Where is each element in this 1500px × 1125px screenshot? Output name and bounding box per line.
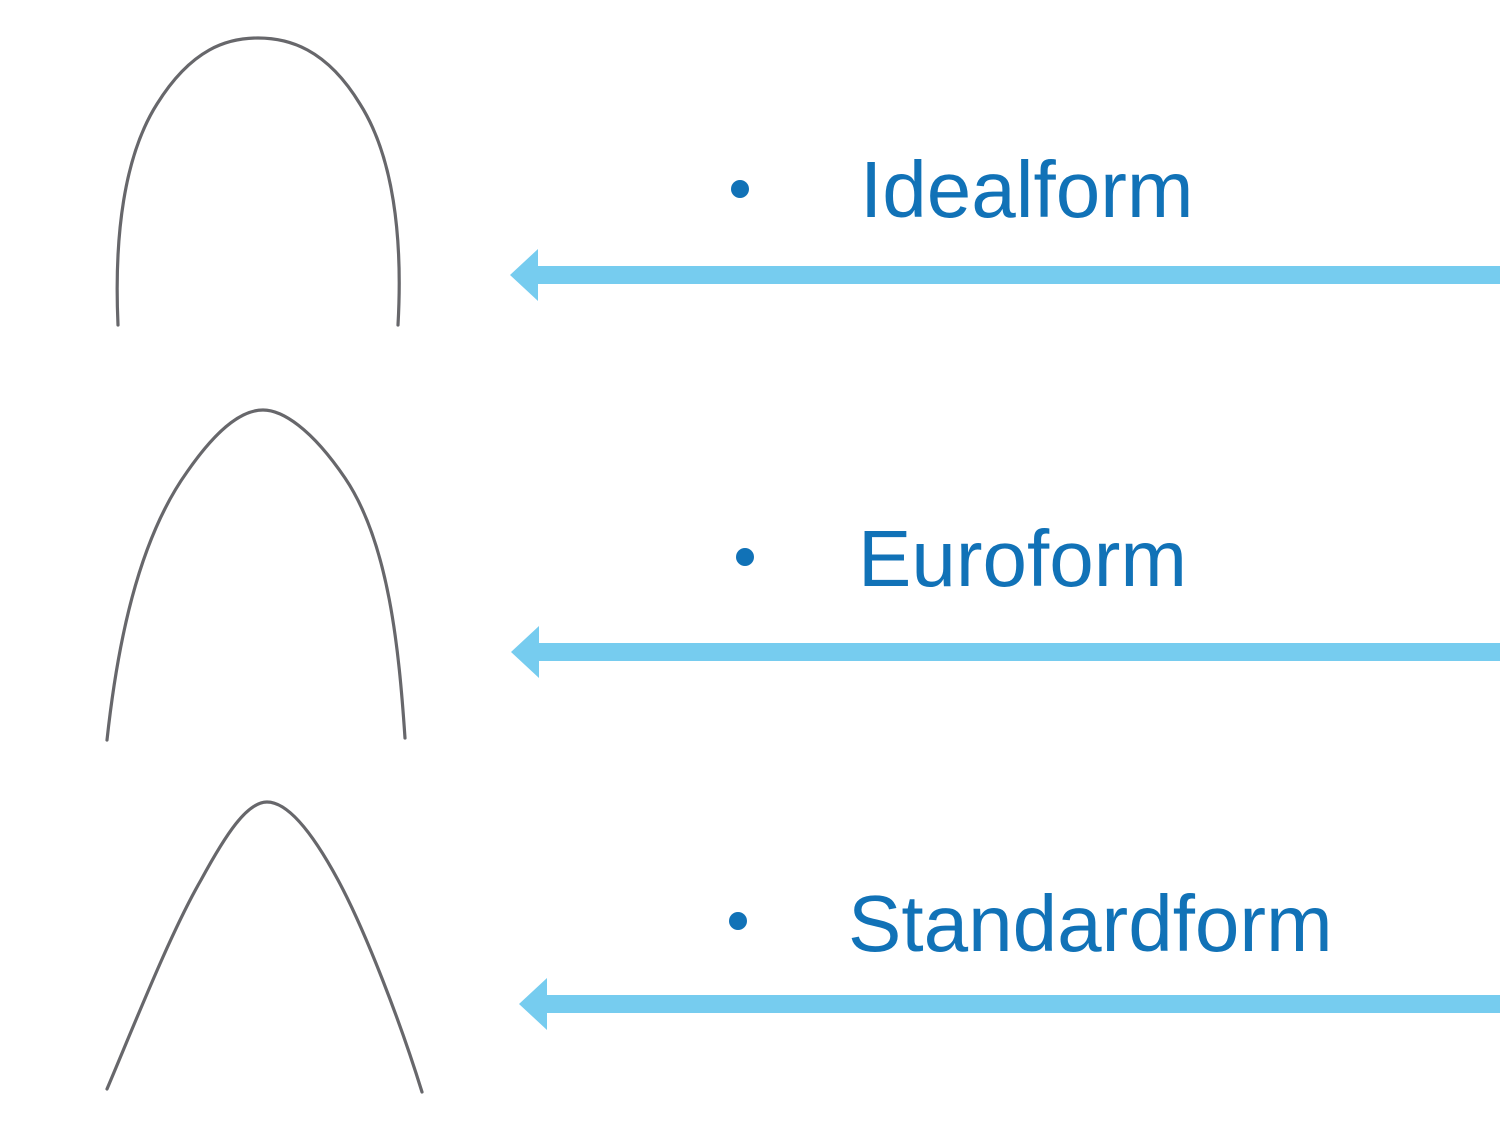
bullet-euroform bbox=[736, 548, 754, 566]
euroform-wire-path bbox=[105, 408, 407, 742]
arrow-standardform bbox=[519, 978, 1500, 1030]
idealform-archwire-shape bbox=[115, 36, 401, 327]
idealform-wire-path bbox=[115, 36, 401, 327]
bullet-idealform bbox=[731, 180, 749, 198]
label-euroform: Euroform bbox=[858, 514, 1187, 603]
euroform-archwire-shape bbox=[105, 408, 407, 742]
standardform-wire-path bbox=[105, 800, 424, 1094]
label-idealform: Idealform bbox=[860, 145, 1194, 234]
arrow-idealform bbox=[510, 249, 1500, 301]
arrow-euroform bbox=[511, 626, 1500, 678]
arrow-euroform-polygon bbox=[511, 626, 1500, 678]
arrow-idealform-polygon bbox=[510, 249, 1500, 301]
arrow-standardform-polygon bbox=[519, 978, 1500, 1030]
bullet-standardform bbox=[729, 912, 747, 930]
label-standardform: Standardform bbox=[848, 879, 1333, 968]
standardform-archwire-shape bbox=[105, 800, 424, 1094]
